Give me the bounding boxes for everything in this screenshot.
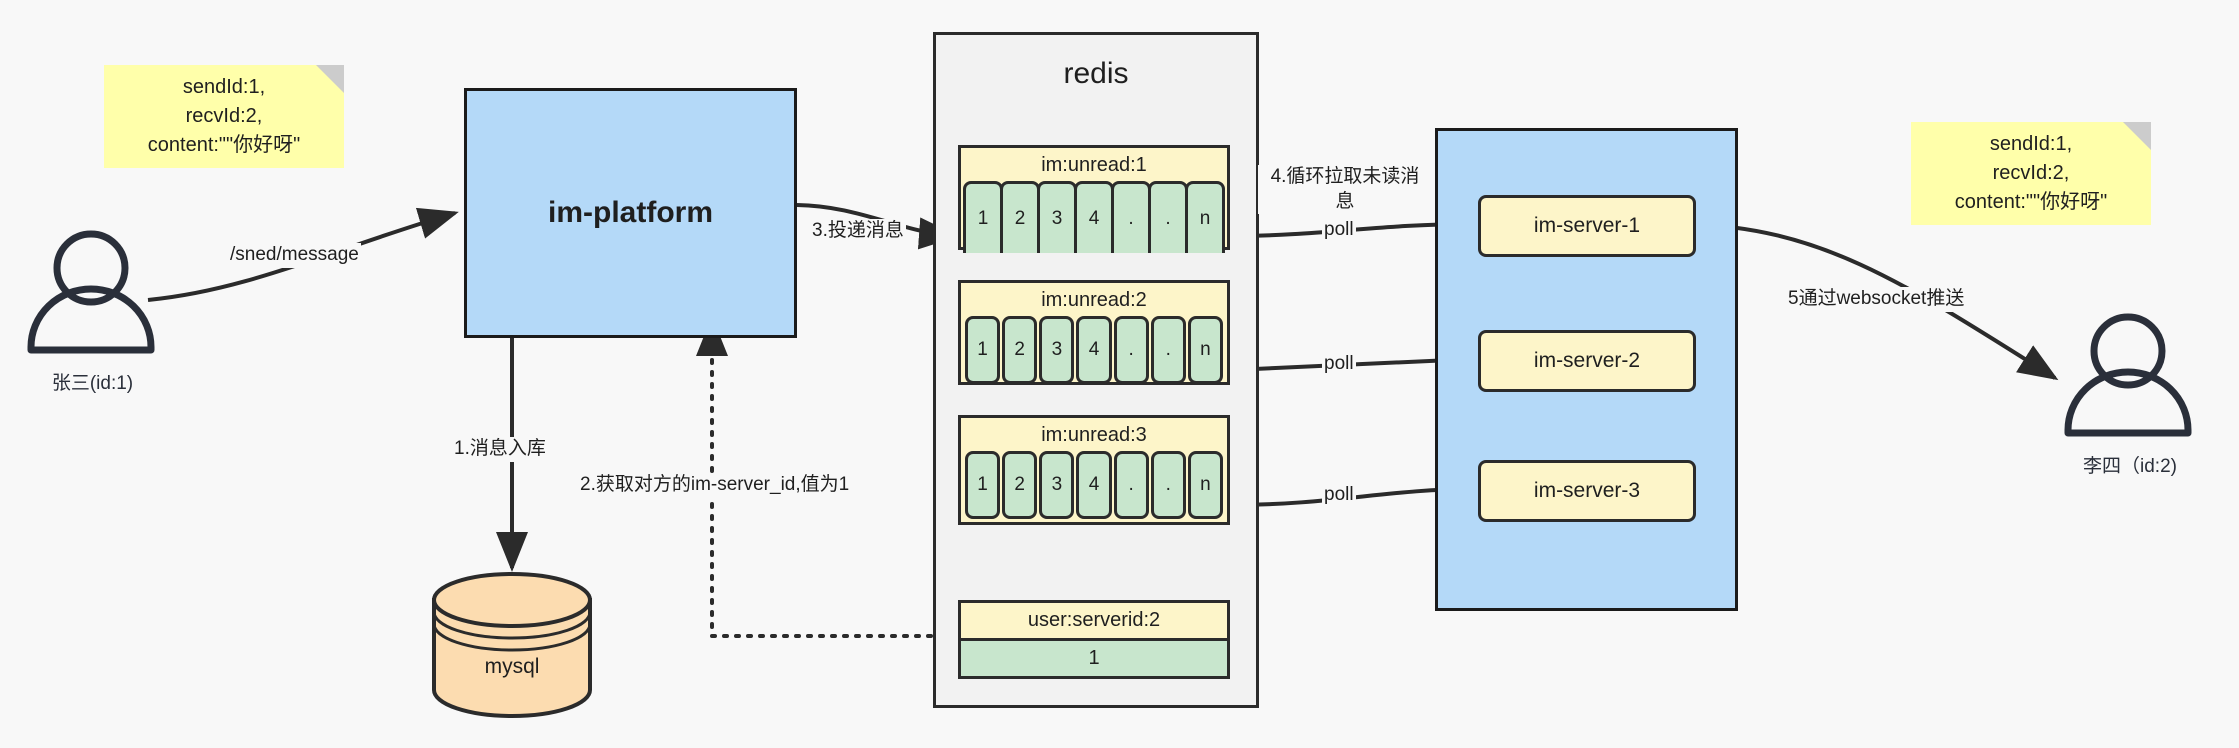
im-server-2-label: im-server-2 <box>1533 349 1641 372</box>
note-right-text: sendId:1, recvId:2, content:""你好呀" <box>1954 133 2108 213</box>
note-left: sendId:1, recvId:2, content:""你好呀" <box>104 65 344 168</box>
redis-cell: . <box>1111 181 1151 253</box>
redis-cell: 2 <box>1000 181 1040 253</box>
redis-cell: . <box>1113 316 1149 384</box>
im-server-2-box[interactable]: im-server-2 <box>1478 330 1696 392</box>
redis-title: redis <box>1063 57 1129 90</box>
redis-kv-key: user:serverid:2 <box>958 600 1230 638</box>
edge-send-message-label: /sned/message <box>228 243 361 268</box>
user-sender-icon <box>27 230 155 354</box>
note-fold-icon <box>316 65 344 93</box>
edge-poll-2-label: poll <box>1322 352 1356 377</box>
redis-cell: . <box>1113 451 1149 519</box>
redis-cell: 3 <box>1039 451 1075 519</box>
im-server-3-box[interactable]: im-server-3 <box>1478 460 1696 522</box>
redis-container: redis im:unread:1 1 2 3 4 . . n im:unrea… <box>933 32 1259 708</box>
redis-cell: 4 <box>1076 451 1112 519</box>
redis-cell: 4 <box>1076 316 1112 384</box>
redis-list-key: im:unread:2 <box>1041 289 1147 311</box>
user-receiver-label: 李四（id:2) <box>2083 456 2177 477</box>
redis-cell: n <box>1187 451 1223 519</box>
redis-cell: 1 <box>965 316 1001 384</box>
redis-list-im-unread-1[interactable]: im:unread:1 1 2 3 4 . . n <box>958 145 1230 253</box>
redis-cell: 1 <box>963 181 1003 253</box>
edge-websocket-push-label: 5通过websocket推送 <box>1786 287 1967 312</box>
note-right: sendId:1, recvId:2, content:""你好呀" <box>1911 122 2151 225</box>
im-server-3-label: im-server-3 <box>1533 479 1641 502</box>
im-platform-box[interactable]: im-platform <box>464 88 797 338</box>
redis-cell: 2 <box>1002 451 1038 519</box>
user-sender-label: 张三(id:1) <box>51 373 134 394</box>
edge-deliver-message-label: 3.投递消息 <box>810 219 906 244</box>
note-left-text: sendId:1, recvId:2, content:""你好呀" <box>147 76 301 156</box>
mysql-label: mysql <box>484 655 540 678</box>
user-receiver-icon <box>2064 313 2192 437</box>
redis-cell: 3 <box>1039 316 1075 384</box>
mysql-cylinder-icon <box>432 572 592 718</box>
redis-cell: 4 <box>1074 181 1114 253</box>
redis-kv-value: 1 <box>958 638 1230 679</box>
redis-cell: . <box>1148 181 1188 253</box>
note-fold-icon <box>2123 122 2151 150</box>
redis-cell: . <box>1150 316 1186 384</box>
edge-store-message-label: 1.消息入库 <box>452 437 548 462</box>
edge-poll-unread-label: 4.循环拉取未读消 息 <box>1258 165 1432 215</box>
redis-cell: n <box>1187 316 1223 384</box>
im-server-1-box[interactable]: im-server-1 <box>1478 195 1696 257</box>
redis-list-key: im:unread:3 <box>1041 424 1147 446</box>
edge-poll-3-label: poll <box>1322 483 1356 508</box>
redis-cell: 1 <box>965 451 1001 519</box>
redis-cell: . <box>1150 451 1186 519</box>
redis-cell: 3 <box>1037 181 1077 253</box>
redis-list-key: im:unread:1 <box>1041 154 1147 176</box>
edge-get-server-id-label: 2.获取对方的im-server_id,值为1 <box>578 473 852 498</box>
edge-poll-1-label: poll <box>1322 218 1356 243</box>
im-platform-label: im-platform <box>548 196 713 229</box>
redis-kv-user-serverid[interactable]: user:serverid:2 1 <box>958 600 1230 679</box>
im-servers-container: im-server-1 im-server-2 im-server-3 <box>1435 128 1738 611</box>
redis-list-im-unread-3[interactable]: im:unread:3 1 2 3 4 . . n <box>958 415 1230 525</box>
redis-cell: n <box>1185 181 1225 253</box>
redis-list-im-unread-2[interactable]: im:unread:2 1 2 3 4 . . n <box>958 280 1230 385</box>
im-server-1-label: im-server-1 <box>1533 214 1641 237</box>
redis-cell: 2 <box>1002 316 1038 384</box>
